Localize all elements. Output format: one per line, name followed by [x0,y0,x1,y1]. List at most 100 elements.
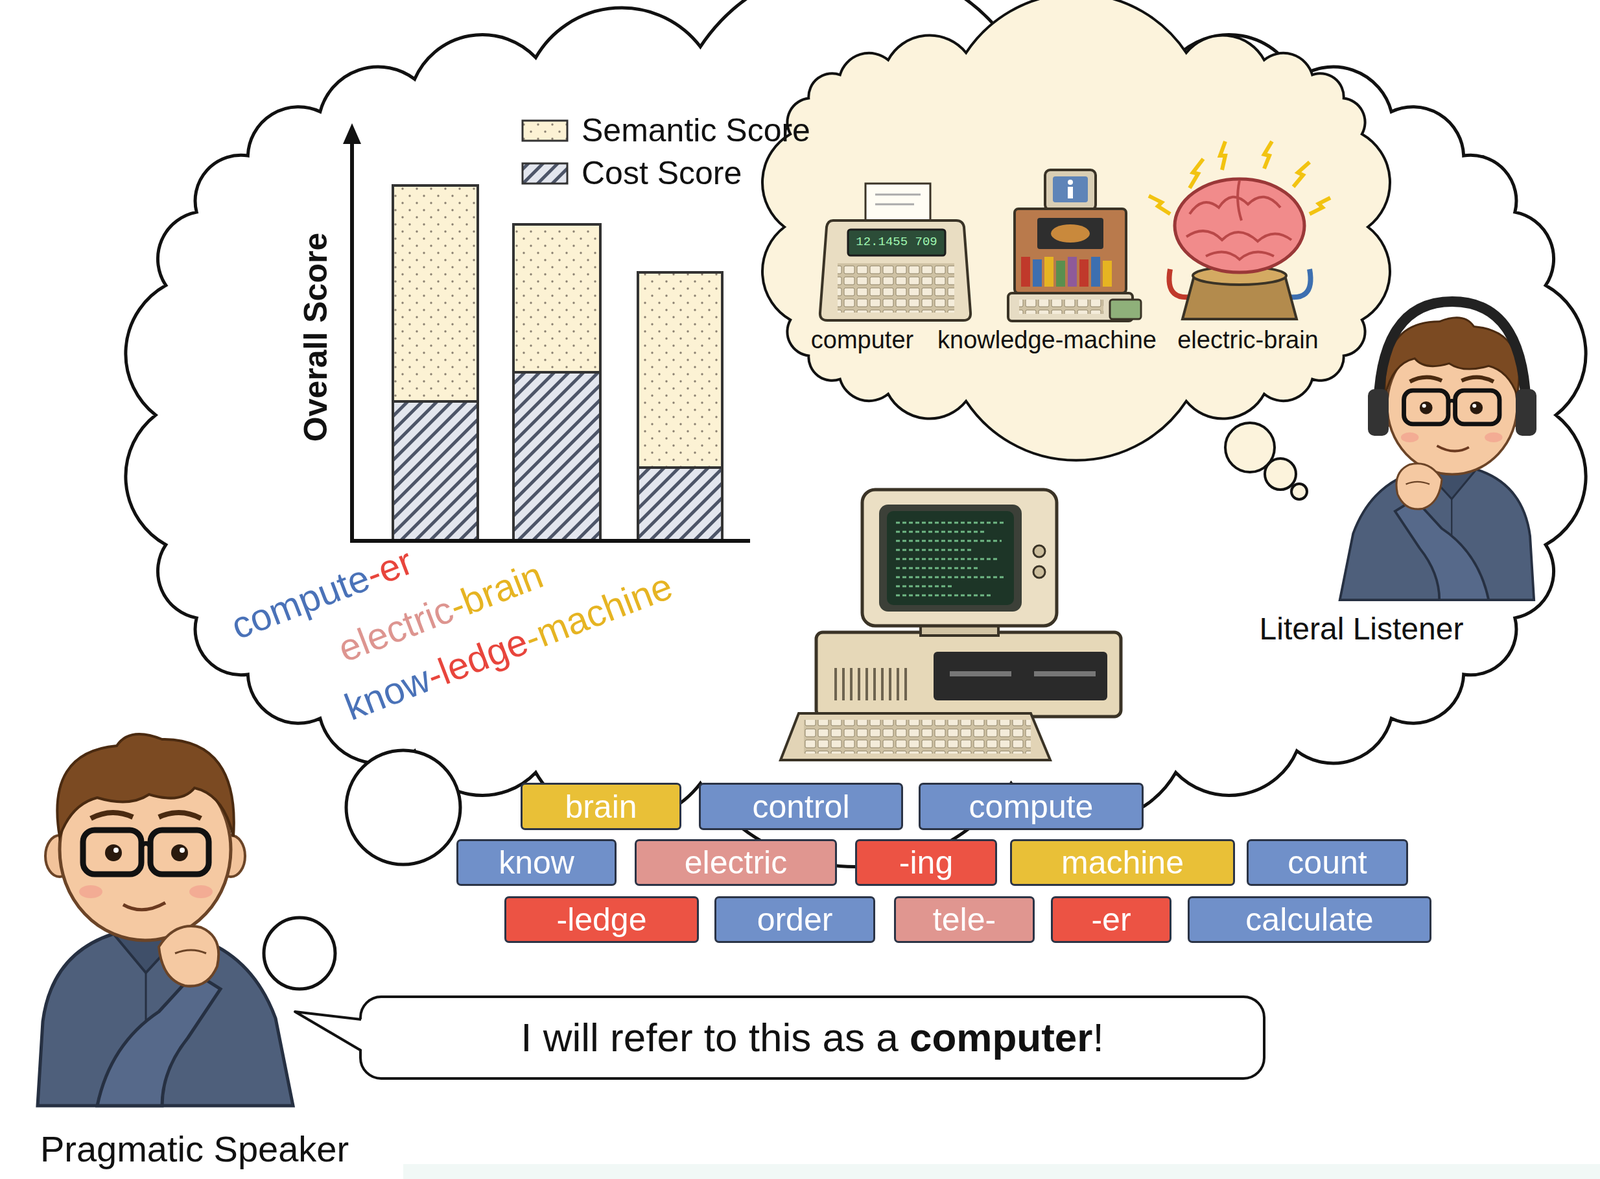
pragmatic-speaker-figure-part [82,829,142,874]
pragmatic-speaker-figure-part [158,812,201,819]
bar-chart-part [350,538,751,543]
computer-illustration-part [1033,545,1046,557]
computer-illustration-part [780,713,1051,760]
knowledge-machine-illustration [1008,169,1142,321]
computer-illustration-part-part [895,549,973,552]
legend-text: Cost Score [581,154,742,193]
electric-brain-illustration-part [1293,162,1310,187]
pragmatic-speaker-figure [37,733,294,1106]
morpheme-text: know [498,846,575,879]
listener-thought-bubbles-part [1291,483,1307,500]
computer-illustration-part-part [895,576,1004,579]
electric-brain-illustration-part [1148,195,1171,214]
computer-illustration-part [816,632,1121,717]
calculator-illustration-part [820,220,971,321]
calculator-illustration-part [847,229,946,256]
knowledge-machine-illustration-part [1091,256,1101,287]
pragmatic-speaker-figure-part [79,884,103,898]
electric-brain-illustration-part [1189,197,1281,214]
bar-chart-part [350,137,354,543]
legend-text: Semantic Score [581,112,811,150]
electric-brain-illustration-part [1189,158,1204,189]
knowledge-machine-illustration-part [1056,260,1066,287]
figure-label: Pragmatic Speaker [40,1128,349,1170]
electric-brain-illustration-part [1264,141,1272,169]
computer-illustration-part [933,651,1108,701]
pragmatic-speaker-figure-part [175,949,207,953]
image-caption: computer [811,326,914,355]
literal-listener-figure-part [1367,388,1389,436]
computer-illustration-part [862,489,1057,626]
bar-chart-part [637,466,723,469]
calculator-illustration [820,183,971,321]
listener-thought-bubbles-part [1264,458,1296,490]
computer-illustration-part-part [895,540,1002,542]
figure-label: Literal Listener [1259,610,1464,647]
electric-brain-illustration-part [1205,252,1274,260]
pragmatic-speaker-figure-part [90,812,133,819]
literal-listener-figure [1340,301,1537,600]
legend-swatch [522,163,568,184]
bar-chart-part [637,272,723,468]
morpheme-tile: count [1246,838,1409,886]
electric-brain-illustration-part [1220,141,1226,170]
computer-illustration-part [879,504,1022,612]
computer-illustration [780,489,1121,760]
knowledge-machine-illustration-part [1044,256,1054,287]
morpheme-tile: compute [918,782,1144,830]
literal-listener-figure-part [1340,317,1534,600]
speech-bubble-tail-part [294,1011,364,1051]
pragmatic-speaker-figure-part [158,925,219,987]
knowledge-machine-illustration-part [1102,260,1112,287]
bar-chart [342,120,751,543]
knowledge-machine-illustration-part [1067,179,1073,185]
morpheme-tile: control [698,782,904,830]
bar-chart-part [392,185,478,541]
pragmatic-speaker-figure-part [113,847,119,853]
morpheme-text: -ledge [556,903,648,936]
computer-illustration-part [949,670,1012,677]
literal-listener-figure-part [1515,388,1537,436]
knowledge-machine-illustration-part [1067,186,1073,199]
morpheme-text: tele- [932,903,996,936]
morpheme-text: machine [1061,846,1184,879]
electric-brain-illustration-part [1237,180,1242,221]
pragmatic-speaker-figure-part [171,844,189,861]
computer-illustration-part-part [895,558,999,561]
axis-title: Overall Score [297,232,336,442]
knowledge-machine-illustration-part [1037,217,1104,249]
image-caption: electric-brain [1177,326,1319,355]
morpheme-text: control [752,790,850,823]
computer-illustration-part [1034,670,1096,677]
morpheme-tile: tele- [894,895,1035,943]
morpheme-tile: know [456,838,617,886]
calculator-illustration-part [875,193,921,196]
knowledge-machine-illustration-part [1045,169,1096,211]
computer-illustration-part [895,522,1004,596]
morpheme-text: compute [969,790,1094,823]
display-digits: 12.1455 709 [855,235,937,250]
bottom-band [403,1163,1600,1179]
knowledge-machine-illustration-part [1014,208,1127,294]
image-caption: knowledge-machine [937,326,1157,355]
morpheme-tile: -er [1050,895,1172,943]
speaker-thought-bubbles-part [346,750,461,865]
listener-thought-cloud [762,0,1390,461]
morpheme-text: -er [1091,903,1131,936]
morpheme-text: order [757,903,834,936]
bar-chart-part [513,372,601,541]
morpheme-tile: order [714,895,876,943]
speech-text: ! [1092,1015,1104,1060]
computer-illustration-part [803,719,1031,754]
morpheme-text: electric [684,846,788,879]
speaker-thought-bubbles [263,750,461,989]
computer-illustration-part [1033,565,1046,578]
knowledge-machine-illustration-part [1067,256,1077,287]
calculator-illustration-part [875,203,915,206]
morpheme-tile: machine [1010,838,1236,886]
speech-text: I will refer to this as a [520,1015,898,1060]
bar-chart-part [392,401,478,541]
knowledge-machine-illustration-part [1050,224,1090,243]
pragmatic-speaker-figure-part [123,902,166,910]
